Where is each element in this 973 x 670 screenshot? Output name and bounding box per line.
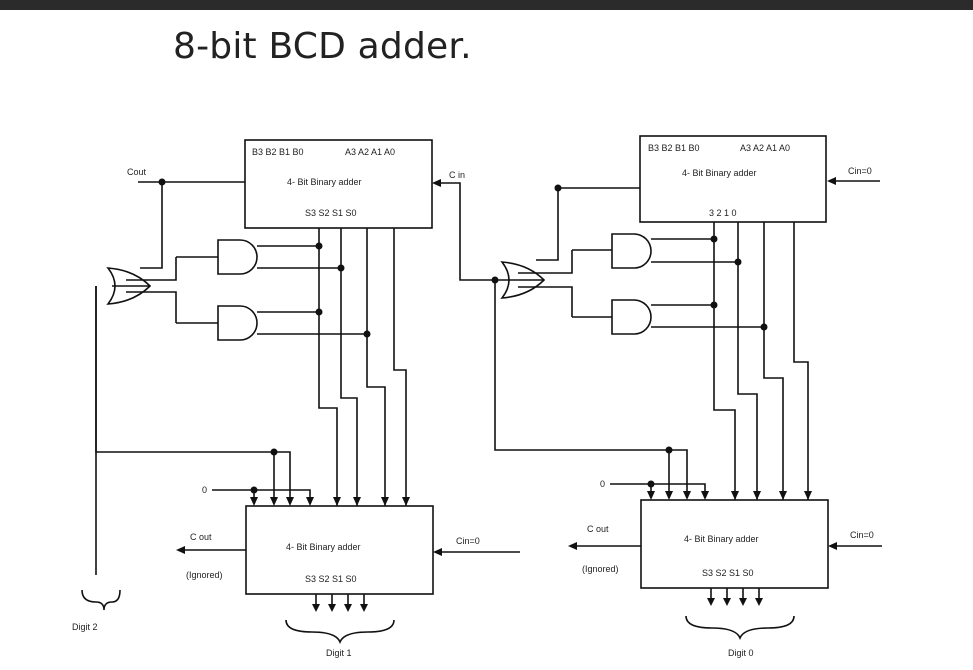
right-bottom-cout-label: C out — [587, 524, 609, 534]
right-and-gate-2 — [611, 299, 652, 335]
right-bottom-ignored-label: (Ignored) — [582, 564, 619, 574]
right-bottom-sum-outputs: S3 S2 S1 S0 — [702, 568, 754, 578]
right-top-outputs: 3 2 1 0 — [709, 208, 737, 218]
r-s0-wire — [793, 222, 809, 500]
left-bottom-adder-label: 4- Bit Binary adder — [286, 542, 361, 552]
left-top-a-inputs: A3 A2 A1 A0 — [345, 147, 395, 157]
right-top-cin-label: Cin=0 — [848, 166, 872, 176]
correction-wire-right — [494, 280, 688, 496]
left-top-b-inputs: B3 B2 B1 B0 — [252, 147, 304, 157]
right-bottom-adder-box — [640, 499, 829, 589]
left-top-cin-label: C in — [449, 170, 465, 180]
correction-wire-left — [95, 286, 291, 502]
left-bottom-cin-label: Cin=0 — [456, 536, 480, 546]
r-s3-wire — [713, 222, 736, 500]
left-bottom-adder-box — [245, 505, 434, 595]
s0-wire — [393, 228, 407, 506]
left-top-adder-label: 4- Bit Binary adder — [287, 177, 362, 187]
top-bar — [0, 0, 973, 10]
s1-wire — [366, 228, 386, 506]
digit1-label: Digit 1 — [326, 648, 352, 658]
right-top-b-inputs: B3 B2 B1 B0 — [648, 143, 700, 153]
r-s2-wire — [737, 222, 758, 500]
right-bottom-adder-label: 4- Bit Binary adder — [684, 534, 759, 544]
digit1-brace — [285, 619, 395, 645]
left-bottom-cout-label: C out — [190, 532, 212, 542]
right-zero-label: 0 — [600, 479, 605, 489]
digit2-label: Digit 2 — [72, 622, 98, 632]
left-top-adder-box — [244, 139, 433, 229]
s3-wire — [318, 228, 338, 506]
left-and-gate-2 — [217, 305, 258, 341]
left-bottom-sum-outputs: S3 S2 S1 S0 — [305, 574, 357, 584]
s2-wire — [340, 228, 358, 506]
right-top-a-inputs: A3 A2 A1 A0 — [740, 143, 790, 153]
left-bottom-ignored-label: (Ignored) — [186, 570, 223, 580]
left-top-cout-label: Cout — [127, 167, 147, 177]
right-top-adder-label: 4- Bit Binary adder — [682, 168, 757, 178]
left-and-gate-1 — [217, 239, 258, 275]
digit2-brace — [81, 589, 121, 611]
right-top-adder-box — [639, 135, 827, 223]
digit0-label: Digit 0 — [728, 648, 754, 658]
cout-to-or-wire — [140, 182, 163, 269]
right-bottom-cin-label: Cin=0 — [850, 530, 874, 540]
cin-carry-wire — [440, 182, 495, 281]
left-top-sum-outputs: S3 S2 S1 S0 — [305, 208, 357, 218]
r-s1-wire — [763, 222, 784, 500]
left-zero-label: 0 — [202, 485, 207, 495]
digit0-brace — [685, 615, 795, 641]
right-and-gate-1 — [611, 233, 652, 269]
page-title: 8-bit BCD adder. — [173, 26, 472, 67]
